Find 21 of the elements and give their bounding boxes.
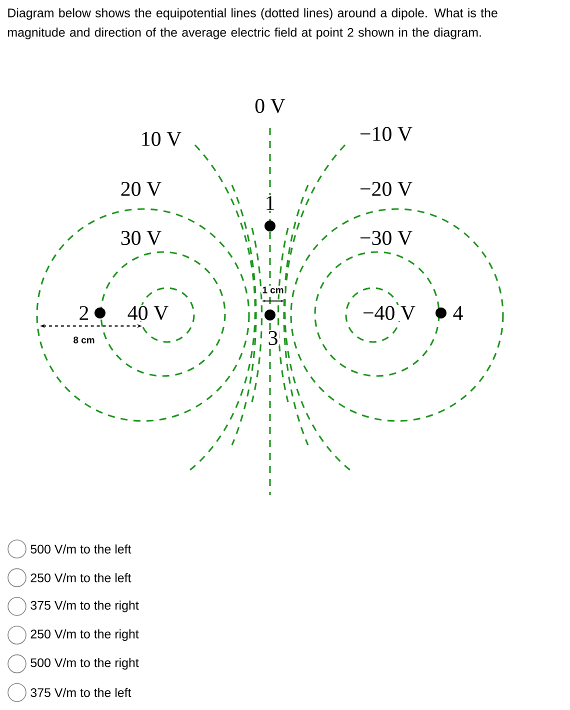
answer-option: 250 V/m to the right bbox=[30, 629, 139, 641]
potential-label: 40 V bbox=[126, 304, 170, 322]
potential-label: −10 V bbox=[358, 126, 414, 142]
point-label: 4 bbox=[452, 305, 464, 321]
potential-label: −30 V bbox=[358, 230, 414, 246]
potential-label: 30 V bbox=[119, 230, 163, 246]
dimension-label: 8 cm bbox=[72, 336, 96, 344]
potential-label: 0 V bbox=[254, 98, 286, 114]
potential-label: −20 V bbox=[358, 180, 414, 198]
potential-label: 10 V bbox=[139, 130, 183, 148]
answer-option: 500 V/m to the left bbox=[30, 544, 132, 554]
answer-option: 375 V/m to the left bbox=[30, 688, 132, 698]
answer-option: 375 V/m to the right bbox=[30, 600, 139, 612]
question-text: Diagram below shows the equipotential lines (dotted lines) around a dipole. What is the magnitude and direction of the average electric field at point 2 shown in the diagram. bbox=[8, 8, 498, 40]
answer-option: 500 V/m to the right bbox=[30, 658, 139, 670]
point-label: 2 bbox=[78, 305, 90, 321]
dimension-label: 1 cm bbox=[261, 286, 285, 294]
potential-label: 20 V bbox=[119, 180, 163, 198]
point-label: 1 bbox=[264, 195, 276, 211]
potential-label: −40 V bbox=[361, 304, 417, 322]
answer-option: 250 V/m to the left bbox=[30, 573, 132, 582]
